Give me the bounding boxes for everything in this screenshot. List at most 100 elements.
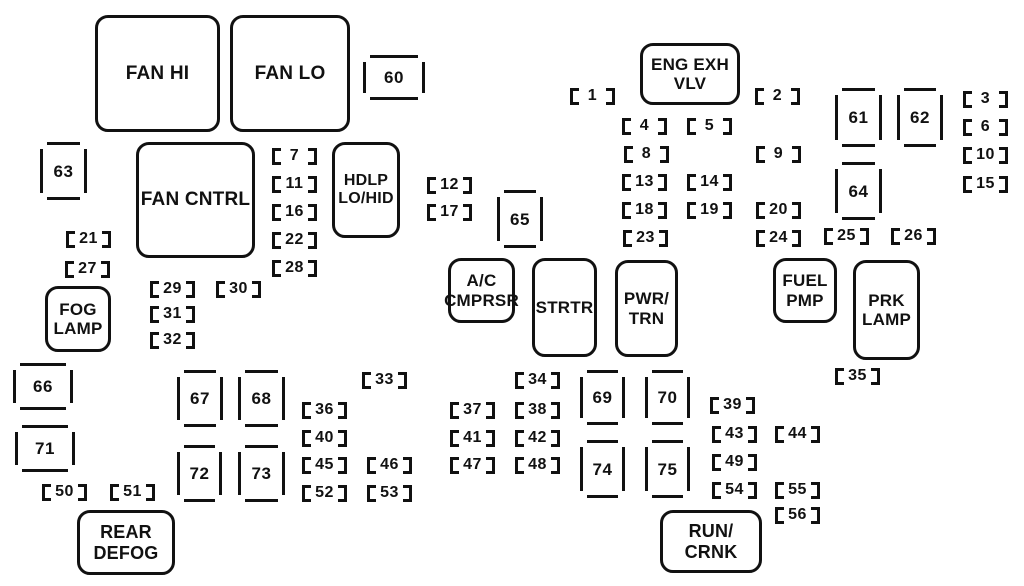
relay-box-face [500,193,540,245]
fuse-bracket-left-icon [302,402,311,419]
fuse-27: 27 [65,261,110,278]
relay-number: 67 [190,389,210,408]
relay-box-face [241,373,282,424]
fuse-number: 36 [315,401,334,418]
fuse-54: 54 [712,482,757,499]
fuse-23: 23 [623,230,668,247]
fuse-9: 9 [756,146,801,163]
fuse-bracket-left-icon [756,146,765,163]
relay-box-65: 65 [497,190,543,248]
fuse-bracket-left-icon [450,430,459,447]
fuse-bracket-right-icon [186,332,195,349]
fuse-number: 23 [636,229,655,246]
fuse-bracket-right-icon [486,457,495,474]
fuse-bracket-left-icon [66,231,75,248]
relay-number: 75 [657,459,678,479]
device-box-run-crnk: RUN/ CRNK [660,510,762,573]
fuse-19: 19 [687,202,732,219]
fuse-17: 17 [427,204,472,221]
relay-number: 74 [592,459,613,479]
fuse-bracket-right-icon [338,485,347,502]
fuse-bracket-left-icon [515,402,524,419]
fuse-bracket-right-icon [723,174,732,191]
fuse-bracket-left-icon [110,484,119,501]
fuse-bracket-left-icon [367,485,376,502]
relay-box-face [18,428,72,469]
fuse-33: 33 [362,372,407,389]
fuse-bracket-right-icon [659,230,668,247]
device-label: REAR DEFOG [93,522,159,563]
fuse-10: 10 [963,147,1008,164]
fuse-number: 18 [635,201,654,218]
fuse-41: 41 [450,430,495,447]
fuse-8: 8 [624,146,669,163]
fuse-26: 26 [891,228,936,245]
relay-box-75: 75 [645,440,690,498]
fuse-bracket-left-icon [515,430,524,447]
fuse-bracket-left-icon [687,202,696,219]
fuse-6: 6 [963,119,1008,136]
fuse-24: 24 [756,230,801,247]
fuse-bracket-right-icon [186,281,195,298]
fuse-bracket-left-icon [835,368,844,385]
relay-box-face [648,373,687,422]
fuse-bracket-left-icon [65,261,74,278]
fuse-bracket-left-icon [963,147,972,164]
fuse-bracket-right-icon [463,204,472,221]
relay-number: 66 [33,377,53,396]
relay-box-64: 64 [835,162,882,220]
fuse-bracket-right-icon [999,147,1008,164]
fuse-number: 8 [641,145,652,162]
device-box-fog-lamp: FOG LAMP [45,286,111,352]
fuse-bracket-left-icon [622,174,631,191]
fuse-bracket-right-icon [792,202,801,219]
fuse-number: 2 [772,87,783,104]
fuse-bracket-right-icon [308,232,317,249]
device-label: RUN/ CRNK [684,521,738,562]
fuse-bracket-left-icon [963,119,972,136]
fuse-44: 44 [775,426,820,443]
fuse-number: 52 [315,484,334,501]
fuse-13: 13 [622,174,667,191]
fuse-46: 46 [367,457,412,474]
fuse-50: 50 [42,484,87,501]
fuse-bracket-left-icon [515,372,524,389]
fuse-bracket-right-icon [338,457,347,474]
fuse-bracket-left-icon [963,91,972,108]
fuse-bracket-left-icon [756,202,765,219]
fuse-bracket-right-icon [308,148,317,165]
fuse-bracket-right-icon [999,119,1008,136]
fuse-bracket-right-icon [999,91,1008,108]
fuse-29: 29 [150,281,195,298]
fuse-bracket-right-icon [606,88,615,105]
fuse-number: 32 [163,331,182,348]
fuse-bracket-left-icon [963,176,972,193]
fuse-number: 37 [463,401,482,418]
fuse-36: 36 [302,402,347,419]
fuse-number: 7 [289,147,300,164]
relay-box-74: 74 [580,440,625,498]
fuse-21: 21 [66,231,111,248]
fuse-bracket-right-icon [486,430,495,447]
fuse-bracket-left-icon [150,306,159,323]
relay-box-face [838,165,879,217]
fuse-38: 38 [515,402,560,419]
fuse-bracket-right-icon [660,146,669,163]
fuse-number: 12 [440,176,459,193]
fuse-number: 6 [980,118,991,135]
fuse-number: 24 [769,229,788,246]
fuse-number: 48 [528,456,547,473]
device-label: FAN CNTRL [140,189,251,211]
relay-box-face [180,448,219,499]
fuse-20: 20 [756,202,801,219]
relay-number: 63 [53,161,74,181]
device-label: HDLP LO/HID [338,172,394,207]
fuse-bracket-left-icon [775,426,784,443]
fuse-bracket-right-icon [308,204,317,221]
fuse-bracket-right-icon [551,430,560,447]
device-label: FAN HI [125,62,190,84]
fuse-bracket-left-icon [362,372,371,389]
fuse-11: 11 [272,176,317,193]
relay-box-face [43,145,84,197]
fuse-25: 25 [824,228,869,245]
